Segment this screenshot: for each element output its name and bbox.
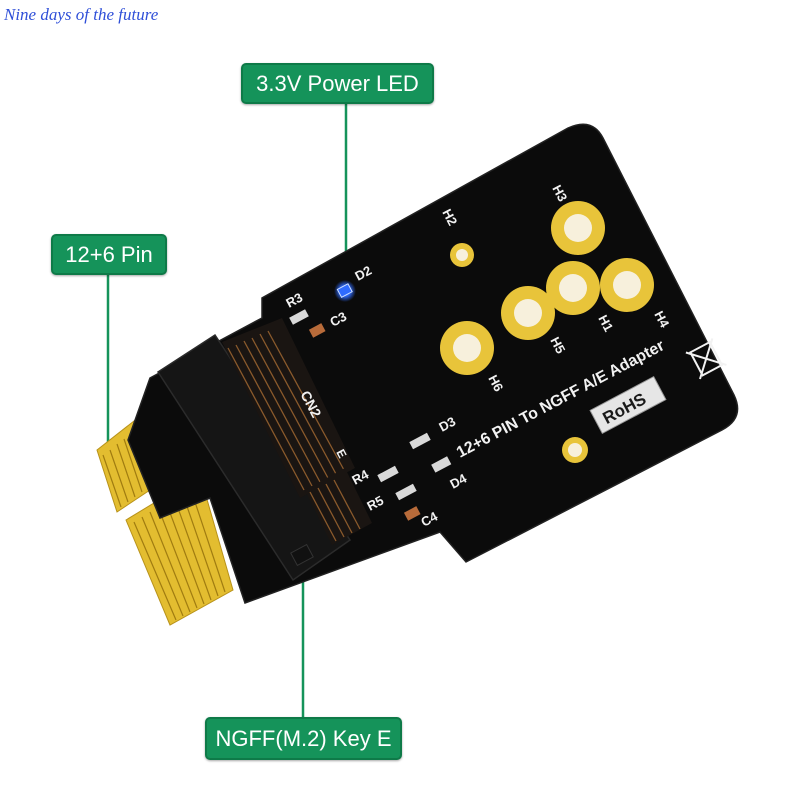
label-h4: H4 [651,308,672,330]
label-d3: D3 [436,414,458,435]
label-r4: R4 [349,466,371,487]
label-d4: D4 [447,470,469,491]
ngff-slot [156,318,372,582]
label-h1: H1 [595,312,616,334]
label-d2: D2 [352,263,374,284]
label-h3: H3 [549,182,570,204]
edge-connector-large [125,474,234,626]
label-c3: C3 [327,309,349,330]
label-r3: R3 [283,290,305,311]
smd-components [289,309,452,521]
watermark: Nine days of the future [4,5,159,24]
ngff-slot-callout: NGFF(M.2) Key E [205,717,402,760]
power-led [334,280,356,302]
label-h5: H5 [547,334,568,356]
label-h2: H2 [439,206,460,228]
label-c4: C4 [418,508,440,529]
label-r5: R5 [364,493,386,514]
pin-connector-callout: 12+6 Pin [51,234,167,275]
mounting-holes [440,201,654,463]
power-led-callout: 3.3V Power LED [241,63,434,104]
label-h6: H6 [485,372,506,394]
weee-bin-icon [685,338,727,380]
